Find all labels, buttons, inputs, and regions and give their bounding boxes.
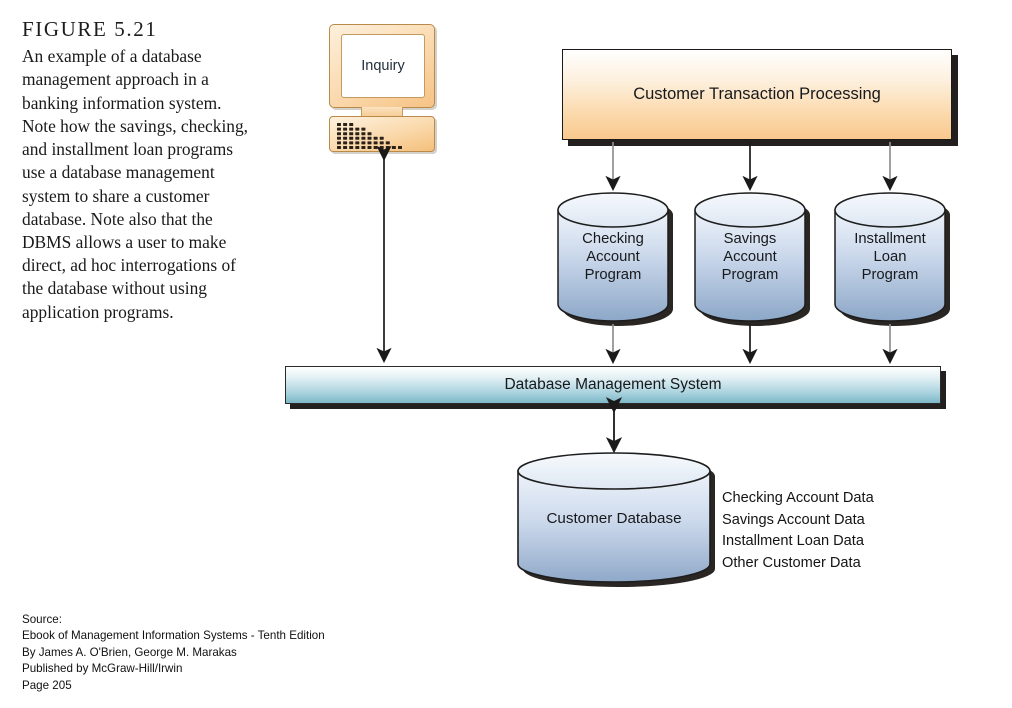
savings-account-program-cylinder: Savings Account Program (694, 190, 810, 326)
source-line: Page 205 (22, 678, 72, 692)
customer-transaction-processing-label: Customer Transaction Processing (633, 85, 881, 103)
keyboard-keys-icon (337, 123, 402, 149)
source-line: Source: (22, 613, 62, 626)
source-line: Published by McGraw-Hill/Irwin (22, 662, 183, 676)
customer-database-cylinder: Customer Database (517, 452, 715, 587)
list-item: Other Customer Data (722, 554, 861, 571)
list-item: Checking Account Data (722, 490, 874, 506)
cylinder-shape (834, 192, 946, 322)
database-contents-list: Checking Account Data Savings Account Da… (722, 488, 874, 574)
figure-title: FIGURE 5.21 (22, 17, 158, 41)
source-line: By James A. O'Brien, George M. Marakas (22, 645, 237, 659)
monitor-body: Inquiry (329, 24, 435, 108)
cylinder-shape (517, 452, 711, 583)
figure-caption-block: FIGURE 5.21 An example of a database man… (22, 17, 254, 324)
customer-transaction-processing-box: Customer Transaction Processing (562, 49, 952, 140)
database-management-system-bar: Database Management System (285, 366, 941, 404)
figure-caption-text: An example of a database management appr… (22, 46, 249, 322)
monitor-screen: Inquiry (341, 34, 425, 98)
list-item: Savings Account Data (722, 511, 865, 528)
database-management-system-label: Database Management System (504, 376, 722, 393)
cylinder-shape (694, 192, 806, 322)
list-item: Installment Loan Data (722, 533, 864, 550)
keyboard (329, 116, 435, 152)
screen-label: Inquiry (361, 58, 405, 74)
checking-account-program-cylinder: Checking Account Program (557, 190, 673, 326)
inquiry-terminal: Inquiry (329, 24, 435, 152)
cylinder-shape (557, 192, 669, 322)
source-block: Source: Ebook of Management Information … (22, 612, 325, 694)
installment-loan-program-cylinder: Installment Loan Program (834, 190, 950, 326)
source-line: Ebook of Management Information Systems … (22, 629, 325, 643)
